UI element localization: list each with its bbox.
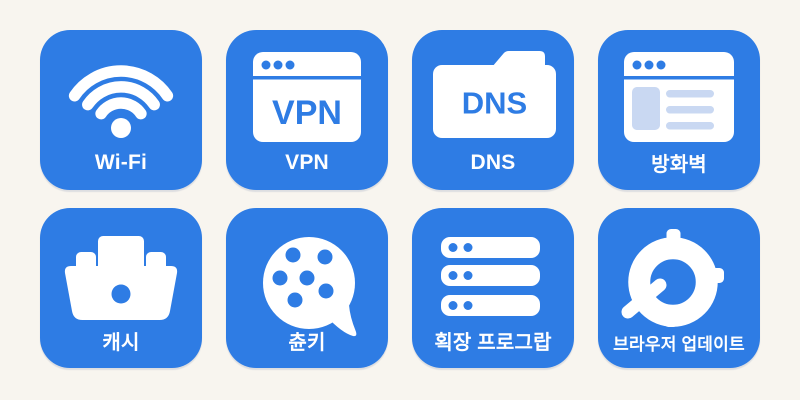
update-ring-icon	[621, 229, 724, 327]
tile-label: DNS	[470, 151, 516, 174]
archive-box-icon	[64, 236, 178, 320]
tile-label: 츈키	[288, 332, 326, 354]
cookie-bubble-icon	[263, 237, 357, 337]
tile-cache[interactable]: 캐시	[40, 208, 202, 368]
tile-dns[interactable]: DNS DNS	[412, 30, 574, 190]
dns-folder-text: DNS	[462, 86, 527, 121]
tile-wifi[interactable]: Wi-Fi	[40, 30, 202, 190]
tile-firewall[interactable]: 방화벽	[598, 30, 760, 190]
tile-label: Wi-Fi	[94, 151, 148, 174]
tile-extensions[interactable]: 획장 프로그랍	[412, 208, 574, 368]
browser-window-content-icon	[624, 52, 734, 142]
tile-vpn[interactable]: VPN VPN	[226, 30, 388, 190]
wifi-icon	[68, 65, 174, 138]
tile-browser-update[interactable]: 브라우저 업데이트	[598, 208, 760, 368]
tile-label: VPN	[285, 151, 329, 174]
tile-label: 브라우저 업데이트	[613, 335, 745, 354]
tile-label: 획장 프로그랍	[434, 332, 552, 354]
tile-label: 캐시	[102, 332, 140, 354]
tile-cookie[interactable]: 츈키	[226, 208, 388, 368]
tile-label: 방화벽	[651, 154, 707, 176]
vpn-window-text: VPN	[272, 94, 342, 132]
folder-dns-icon: DNS	[433, 51, 556, 138]
browser-window-vpn-icon: VPN	[253, 52, 361, 142]
server-stack-icon	[441, 237, 540, 316]
